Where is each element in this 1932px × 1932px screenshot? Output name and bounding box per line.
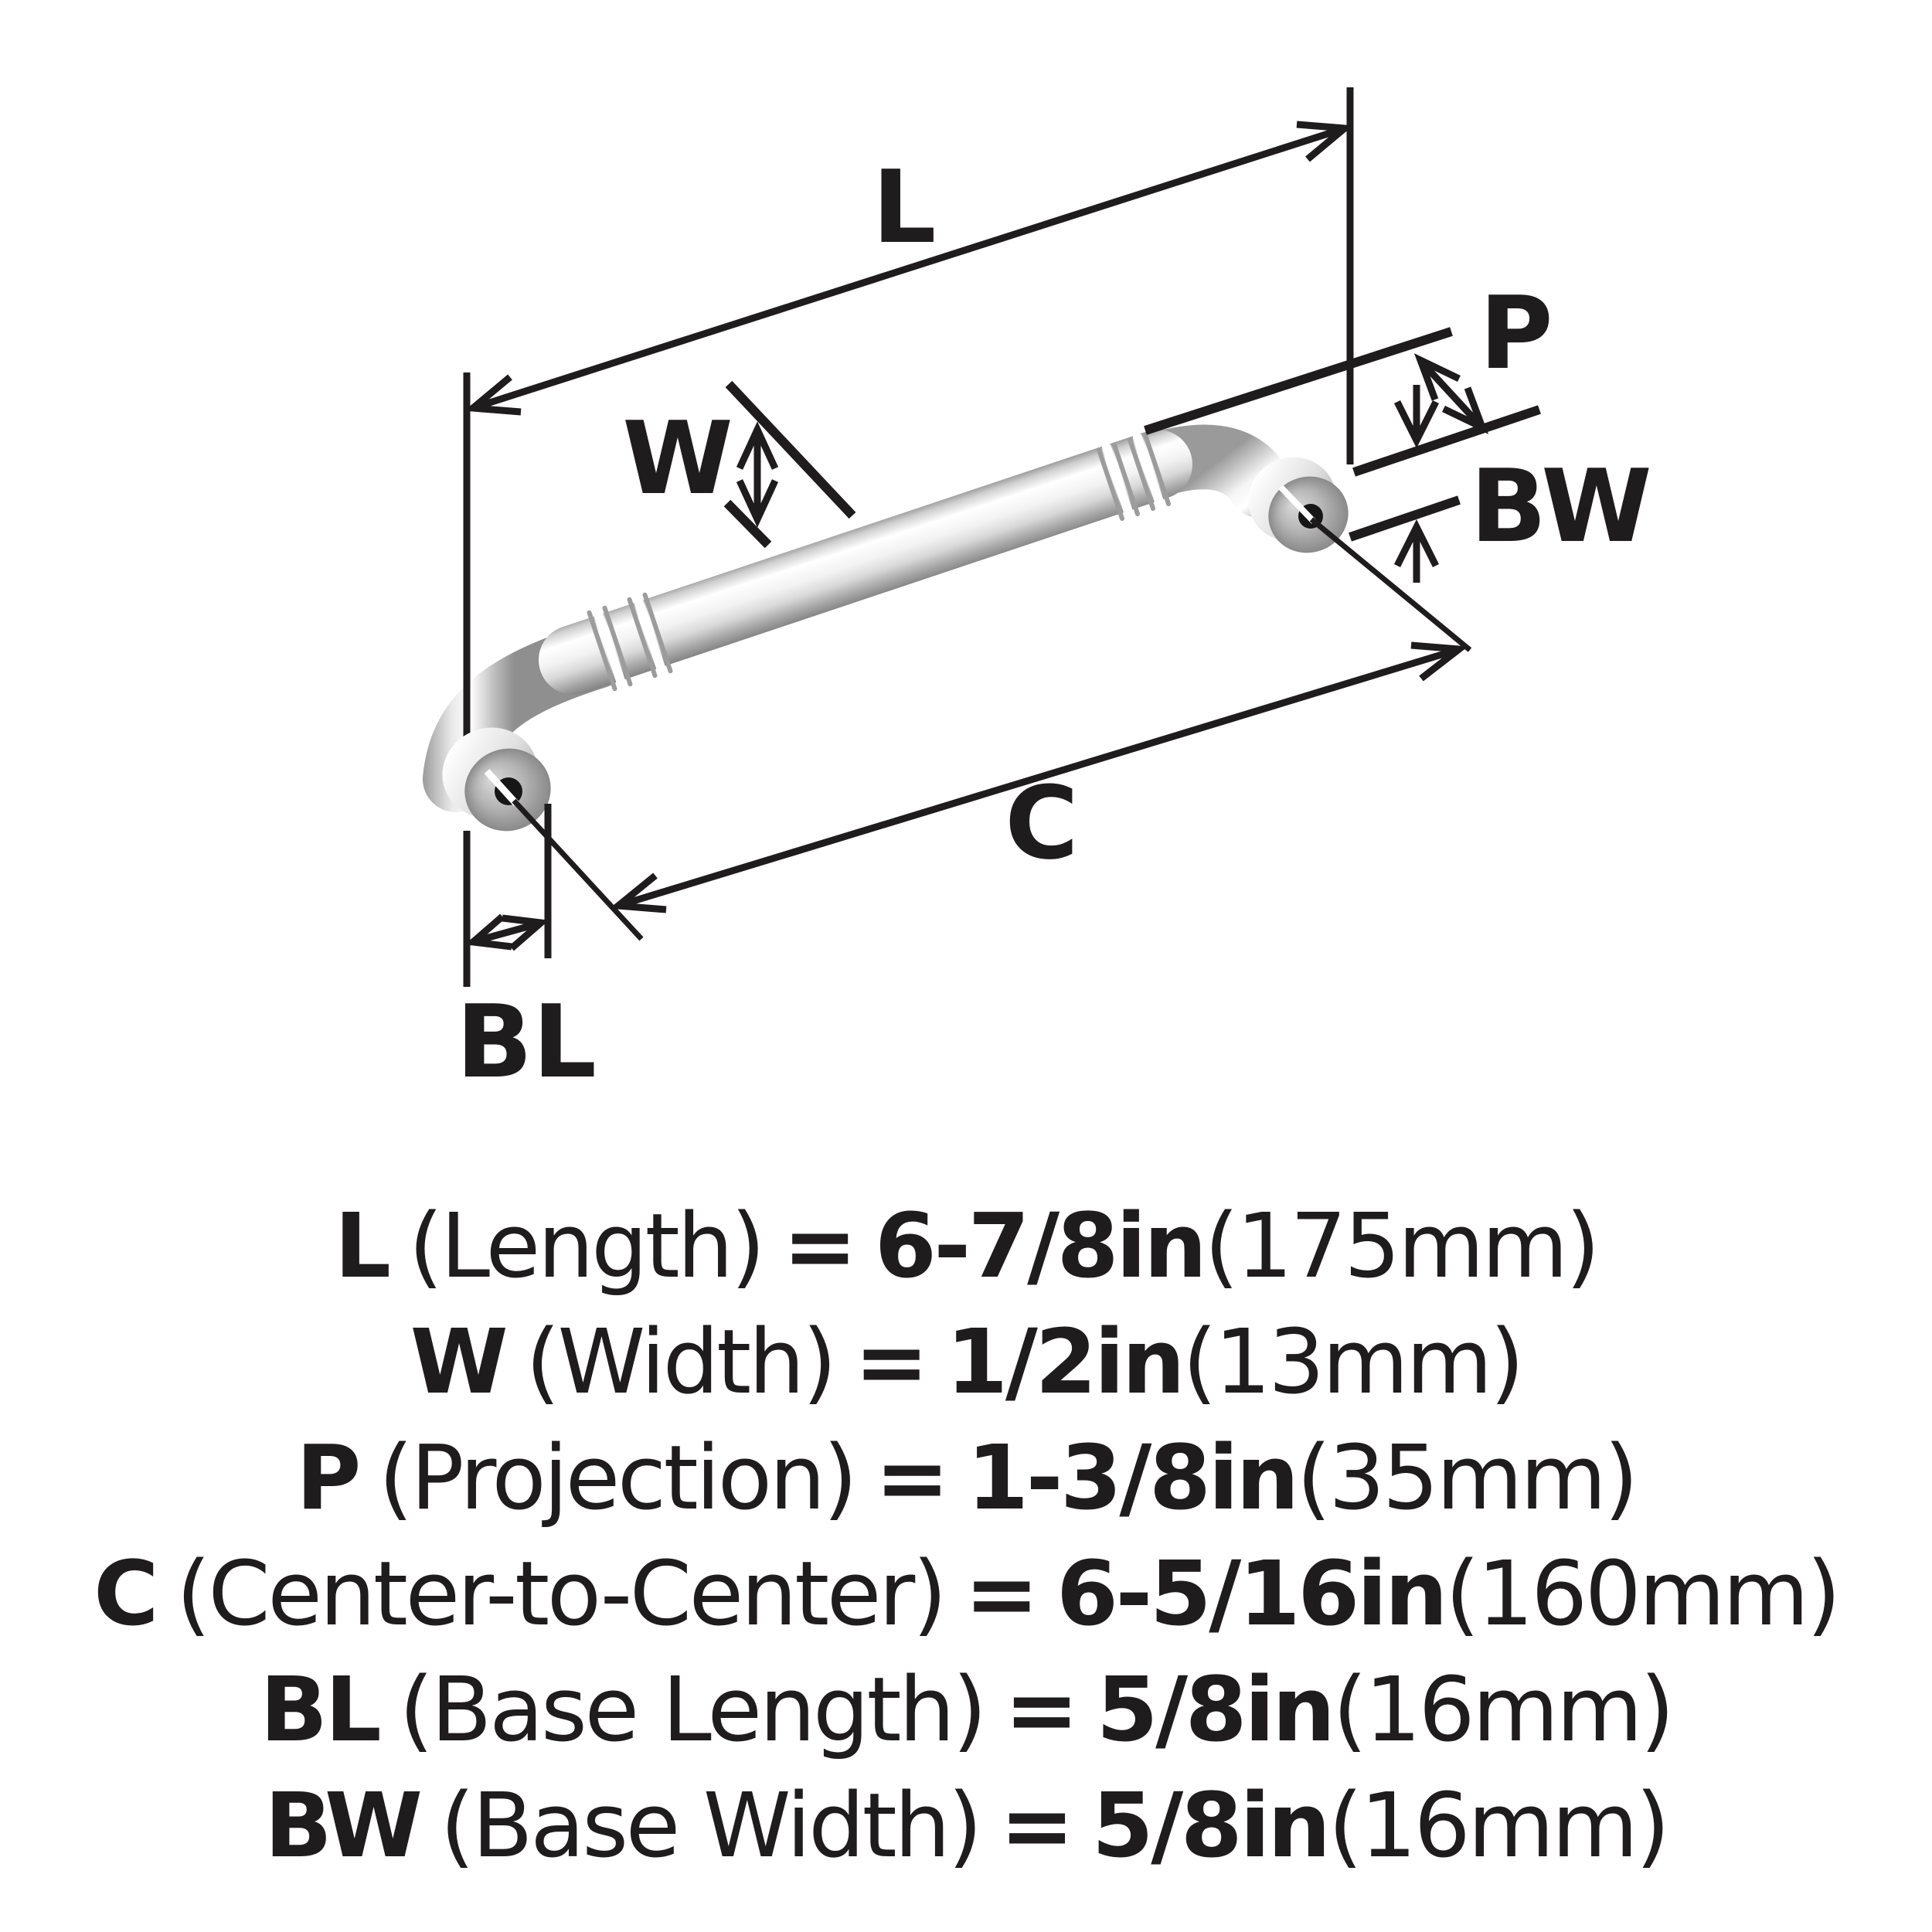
legend-equals: = — [875, 1427, 949, 1530]
legend-row-center-to-center: C(Center-to-Center)=6-5/16in(160mm) — [94, 1536, 1841, 1652]
legend-key: BL — [260, 1658, 381, 1762]
w-arrowhead-up — [736, 421, 779, 470]
legend-equals: = — [999, 1774, 1074, 1878]
legend-value-metric: (160mm) — [1445, 1543, 1841, 1646]
legend-equals: = — [964, 1543, 1039, 1646]
legend-value-inches: 1-3/8in — [967, 1427, 1299, 1530]
right-hole-slash — [1278, 485, 1316, 524]
dimension-bl-lines — [464, 913, 549, 951]
legend-value-metric: (16mm) — [1328, 1774, 1671, 1878]
handle-bar — [539, 430, 1192, 695]
c-arrowhead-left — [609, 872, 667, 913]
legend-name: (Center-to-Center) — [176, 1543, 947, 1646]
bw-arrowhead-down — [1393, 400, 1440, 449]
label-center-to-center: C — [1005, 764, 1078, 882]
l-arrowhead-right — [1296, 121, 1354, 162]
legend-row-base-width: BW(Base Width)=5/8in(16mm) — [264, 1768, 1671, 1884]
label-base-width: BW — [1470, 447, 1651, 565]
legend-row-width: W(Width)=1/2in(13mm) — [410, 1304, 1525, 1420]
l-arrowhead-left — [464, 374, 522, 416]
legend-row-base-length: BL(Base Length)=5/8in(16mm) — [260, 1652, 1675, 1768]
p-reference-line-top — [1144, 327, 1453, 435]
bl-arrowhead-left — [464, 913, 512, 951]
legend-name: (Length) — [408, 1195, 766, 1298]
dimension-bw-lines — [1349, 385, 1541, 583]
label-base-length: BL — [456, 983, 597, 1100]
w-reference-line — [725, 380, 856, 519]
dimension-legend: L(Length)=6-7/8in(175mm) W(Width)=1/2in(… — [0, 1189, 1932, 1884]
label-width: W — [622, 400, 733, 517]
legend-name: (Base Length) — [399, 1658, 987, 1762]
legend-name: (Base Width) — [440, 1774, 982, 1878]
legend-value-metric: (16mm) — [1332, 1658, 1675, 1762]
dimension-annotations — [463, 87, 1541, 987]
bl-arrowhead-right — [502, 914, 549, 951]
legend-value-inches: 6-7/8in — [874, 1195, 1207, 1298]
label-length: L — [872, 148, 937, 266]
legend-key: BW — [264, 1774, 423, 1878]
legend-row-length: L(Length)=6-7/8in(175mm) — [334, 1189, 1600, 1304]
legend-value-inches: 5/8in — [1091, 1774, 1331, 1878]
legend-value-inches: 5/8in — [1096, 1658, 1335, 1762]
legend-equals: = — [1004, 1658, 1079, 1762]
c-arrowhead-right — [1410, 641, 1468, 682]
legend-value-metric: (35mm) — [1296, 1427, 1639, 1530]
handle-left-rings — [587, 592, 673, 692]
bw-arrowhead-up — [1393, 519, 1440, 568]
legend-equals: = — [854, 1311, 928, 1414]
w-arrowhead-down — [736, 479, 779, 528]
left-hole-slash — [484, 768, 519, 807]
legend-value-metric: (13mm) — [1182, 1311, 1525, 1414]
label-projection: P — [1479, 274, 1553, 392]
bw-reference-line-top — [1352, 405, 1541, 477]
handle-right-rings — [1097, 433, 1171, 521]
legend-key: C — [94, 1543, 158, 1646]
legend-value-inches: 6-5/16in — [1056, 1543, 1448, 1646]
p-arrowhead-upper — [1413, 353, 1461, 401]
w-tick-line — [723, 499, 772, 549]
legend-name: (Projection) — [378, 1427, 858, 1530]
c-extension-right — [1309, 517, 1472, 652]
legend-key: W — [410, 1311, 509, 1414]
dimension-c-lines — [512, 517, 1472, 941]
dimension-l-line — [464, 121, 1354, 416]
legend-key: L — [334, 1195, 391, 1298]
c-extension-left — [512, 798, 644, 941]
bw-reference-line-bottom — [1349, 495, 1461, 542]
legend-name: (Width) — [526, 1311, 837, 1414]
legend-value-inches: 1/2in — [946, 1311, 1185, 1414]
legend-equals: = — [782, 1195, 857, 1298]
legend-value-metric: (175mm) — [1204, 1195, 1600, 1298]
handle-left-base — [442, 727, 551, 832]
legend-key: P — [296, 1427, 361, 1530]
dimension-w-lines — [723, 380, 856, 549]
legend-row-projection: P(Projection)=1-3/8in(35mm) — [296, 1420, 1639, 1536]
handle-render — [423, 424, 1316, 812]
